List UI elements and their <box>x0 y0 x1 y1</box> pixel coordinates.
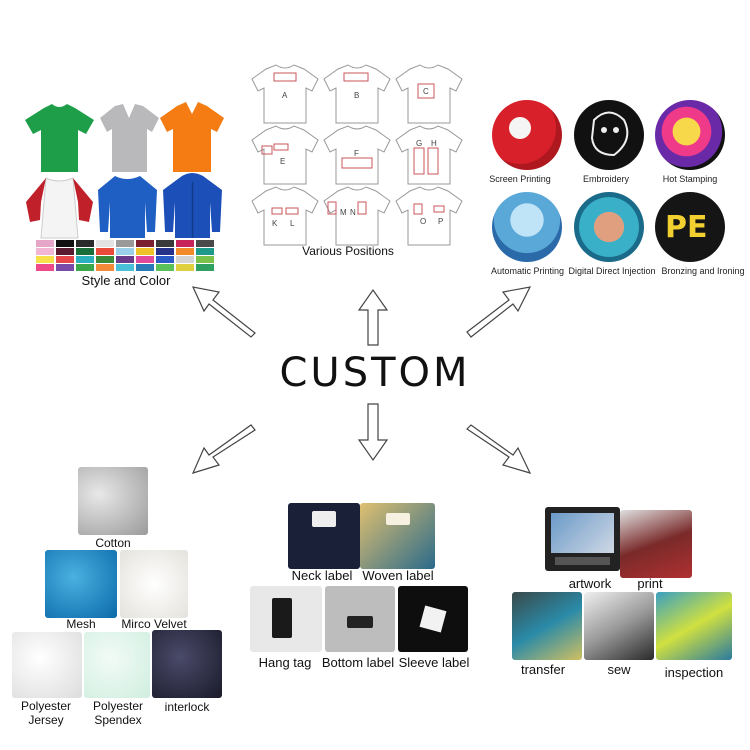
polyester-jersey-line1: Polyester <box>20 699 72 713</box>
hang-tag-image <box>250 586 322 652</box>
sew-label: sew <box>607 662 631 677</box>
artwork-image <box>545 507 620 571</box>
orange-polo-image <box>160 102 224 172</box>
neck-label-image <box>288 503 360 569</box>
arrow-up <box>357 288 389 346</box>
position-letter-k: K <box>272 219 278 228</box>
polyester-spendex-label: Polyester Spendex <box>82 699 154 727</box>
polyester-jersey-label: Polyester Jersey <box>10 699 82 727</box>
micro-velvet-label: Mirco Velvet <box>121 617 187 631</box>
position-letter-b: B <box>354 91 359 100</box>
polyester-jersey-line2: Jersey <box>28 713 64 727</box>
transfer-image <box>512 592 582 660</box>
sleeve-label-label: Sleeve label <box>398 655 470 670</box>
transfer-label: transfer <box>520 662 566 677</box>
position-letter-e: E <box>280 157 285 166</box>
automatic-printing-image <box>492 192 562 262</box>
center-title: CUSTOM <box>279 350 471 396</box>
position-letter-m: M <box>340 208 347 217</box>
arrow-down-right <box>466 424 532 474</box>
sleeve-label-image <box>398 586 468 652</box>
positions-label: Various Positions <box>302 244 394 258</box>
automatic-printing-label: Automatic Printing <box>490 266 565 276</box>
position-diagram: A B C E F G H K L M N O P <box>251 64 463 246</box>
position-letter-o: O <box>420 217 426 226</box>
svg-text:PE: PE <box>665 210 707 245</box>
woven-label-label: Woven label <box>362 568 434 583</box>
color-swatch-grid <box>36 240 216 272</box>
bottom-label-image <box>325 586 395 652</box>
digital-direct-injection-label: Digital Direct Injection <box>568 266 656 276</box>
woven-label-image <box>360 503 435 569</box>
cotton-fabric-image <box>78 467 148 535</box>
neck-label-label: Neck label <box>291 568 353 583</box>
sew-image <box>584 592 654 660</box>
arrow-up-right <box>466 286 532 338</box>
arrow-down-left <box>191 424 256 474</box>
grey-vneck-image <box>100 104 159 172</box>
polyester-jersey-fabric-image <box>12 632 82 698</box>
position-letter-a: A <box>282 91 288 100</box>
arrow-down <box>357 403 389 462</box>
position-letter-l: L <box>290 219 295 228</box>
position-letter-c: C <box>423 87 429 96</box>
blue-sweatshirt-image <box>98 176 157 238</box>
digital-direct-injection-image <box>574 192 644 262</box>
position-letter-f: F <box>354 149 359 158</box>
hot-stamping-label: Hot Stamping <box>662 174 718 184</box>
screen-printing-image <box>492 100 562 170</box>
hot-stamping-image <box>655 100 725 170</box>
polyester-spendex-fabric-image <box>84 632 150 698</box>
cotton-label: Cotton <box>95 536 131 550</box>
position-letter-n: N <box>350 208 356 217</box>
print-image <box>620 510 692 578</box>
micro-velvet-fabric-image <box>120 550 188 618</box>
print-label: print <box>637 576 663 591</box>
position-letter-h: H <box>431 139 437 148</box>
position-letter-g: G <box>416 139 422 148</box>
bronzing-ironing-label: Bronzing and Ironing <box>661 266 745 276</box>
polyester-spendex-line2: Spendex <box>94 713 142 727</box>
interlock-label: interlock <box>164 700 210 714</box>
inspection-label: inspection <box>664 665 724 680</box>
polyester-spendex-line1: Polyester <box>92 699 144 713</box>
mesh-fabric-image <box>45 550 117 618</box>
embroidery-label: Embroidery <box>582 174 629 184</box>
green-tshirt-image <box>25 104 94 172</box>
mesh-label: Mesh <box>66 617 96 631</box>
style-color-label: Style and Color <box>81 273 171 288</box>
embroidery-image <box>574 100 644 170</box>
position-letter-p: P <box>438 217 443 226</box>
hang-tag-label: Hang tag <box>258 655 312 670</box>
bronzing-ironing-image: PE <box>655 192 725 262</box>
arrow-up-left <box>191 286 256 338</box>
blue-hoodie-image <box>163 173 222 238</box>
inspection-image <box>656 592 732 660</box>
artwork-label: artwork <box>568 576 612 591</box>
bottom-label-label: Bottom label <box>321 655 395 670</box>
screen-printing-label: Screen Printing <box>489 174 551 184</box>
raglan-shirt-image <box>26 177 93 239</box>
interlock-fabric-image <box>152 630 222 698</box>
